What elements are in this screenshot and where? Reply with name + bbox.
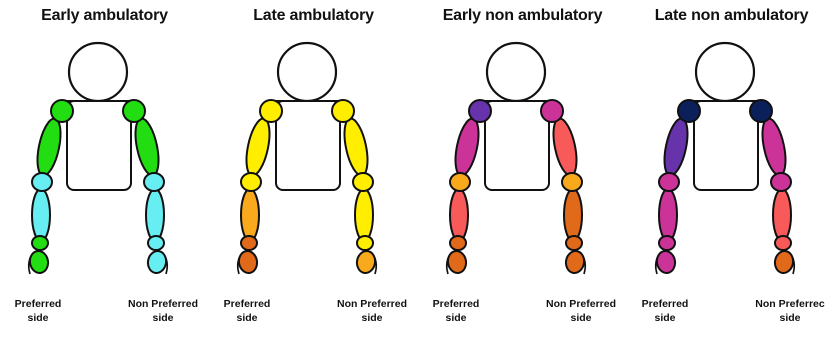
left-wrist [659,236,675,250]
label-line: side [2,311,74,325]
left-forearm [32,189,50,241]
panel-late-non-ambulatory: Late non ambulatory Preferred side Non P… [627,0,836,337]
right-forearm [146,189,164,241]
preferred-side-label: Preferred side [211,297,283,325]
label-line: Non Preferrec [745,297,835,311]
label-line: Preferred [2,297,74,311]
torso [485,101,549,190]
torso [276,101,340,190]
left-forearm [450,189,468,241]
left-wrist [32,236,48,250]
label-line: Preferred [211,297,283,311]
left-elbow [659,173,679,191]
right-hand [564,250,586,275]
left-hand [446,250,468,275]
left-shoulder [260,100,282,122]
right-upper-arm [758,117,790,178]
right-upper-arm [131,117,163,178]
left-upper-arm [451,117,483,178]
left-upper-arm [242,117,274,178]
left-wrist [241,236,257,250]
right-forearm [564,189,582,241]
panel-early-non-ambulatory: Early non ambulatory Preferred side Non … [418,0,627,337]
label-line: side [745,311,835,325]
right-forearm [355,189,373,241]
left-forearm [659,189,677,241]
right-shoulder [332,100,354,122]
left-hand [28,250,50,275]
preferred-side-label: Preferred side [629,297,701,325]
panel-early-ambulatory: Early ambulatory Preferred side Non Pref… [0,0,209,337]
right-forearm [773,189,791,241]
label-line: Non Preferred [536,297,626,311]
body-figure [0,0,209,337]
right-hand [146,250,168,275]
left-upper-arm [33,117,65,178]
torso [67,101,131,190]
left-forearm [241,189,259,241]
label-line: side [211,311,283,325]
label-line: Non Preferred [327,297,417,311]
right-elbow [144,173,164,191]
left-shoulder [469,100,491,122]
right-elbow [771,173,791,191]
label-line: side [327,311,417,325]
left-shoulder [678,100,700,122]
right-hand [355,250,377,275]
non-preferred-side-label: Non Preferred side [118,297,208,325]
right-shoulder [123,100,145,122]
right-wrist [566,236,582,250]
body-figure [627,0,836,337]
left-wrist [450,236,466,250]
left-shoulder [51,100,73,122]
head [69,43,127,101]
preferred-side-label: Preferred side [2,297,74,325]
preferred-side-label: Preferred side [420,297,492,325]
label-line: Preferred [629,297,701,311]
left-hand [655,250,677,275]
left-elbow [450,173,470,191]
body-figure [209,0,418,337]
left-hand [237,250,259,275]
label-line: side [118,311,208,325]
non-preferred-side-label: Non Preferred side [536,297,626,325]
right-wrist [775,236,791,250]
left-elbow [32,173,52,191]
label-line: side [420,311,492,325]
head [487,43,545,101]
right-shoulder [750,100,772,122]
torso [694,101,758,190]
right-wrist [148,236,164,250]
non-preferred-side-label: Non Preferrec side [745,297,835,325]
head [278,43,336,101]
right-hand [773,250,795,275]
right-elbow [353,173,373,191]
label-line: Preferred [420,297,492,311]
left-upper-arm [660,117,692,178]
body-figure [418,0,627,337]
right-upper-arm [549,117,581,178]
right-elbow [562,173,582,191]
left-elbow [241,173,261,191]
label-line: side [536,311,626,325]
head [696,43,754,101]
right-shoulder [541,100,563,122]
label-line: Non Preferred [118,297,208,311]
right-wrist [357,236,373,250]
right-upper-arm [340,117,372,178]
label-line: side [629,311,701,325]
non-preferred-side-label: Non Preferred side [327,297,417,325]
panel-late-ambulatory: Late ambulatory Preferred side Non Prefe… [209,0,418,337]
